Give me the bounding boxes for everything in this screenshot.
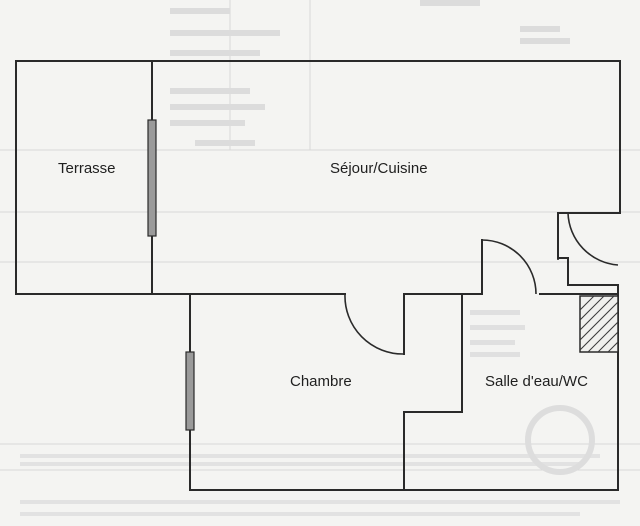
room-label-sejour: Séjour/Cuisine <box>330 160 428 177</box>
shower-hatching <box>580 296 618 352</box>
bathroom-door-swing <box>481 239 537 295</box>
terrasse-window <box>147 119 157 237</box>
walls <box>15 60 621 491</box>
room-label-terrasse: Terrasse <box>58 160 116 177</box>
chambre-door-swing <box>344 293 405 355</box>
entrance-door-swing <box>567 212 619 266</box>
chambre-window <box>185 351 195 431</box>
doors <box>344 212 619 355</box>
room-label-chambre: Chambre <box>290 373 352 390</box>
shower-tray <box>579 295 619 353</box>
room-label-salle-eau: Salle d'eau/WC <box>485 373 588 390</box>
